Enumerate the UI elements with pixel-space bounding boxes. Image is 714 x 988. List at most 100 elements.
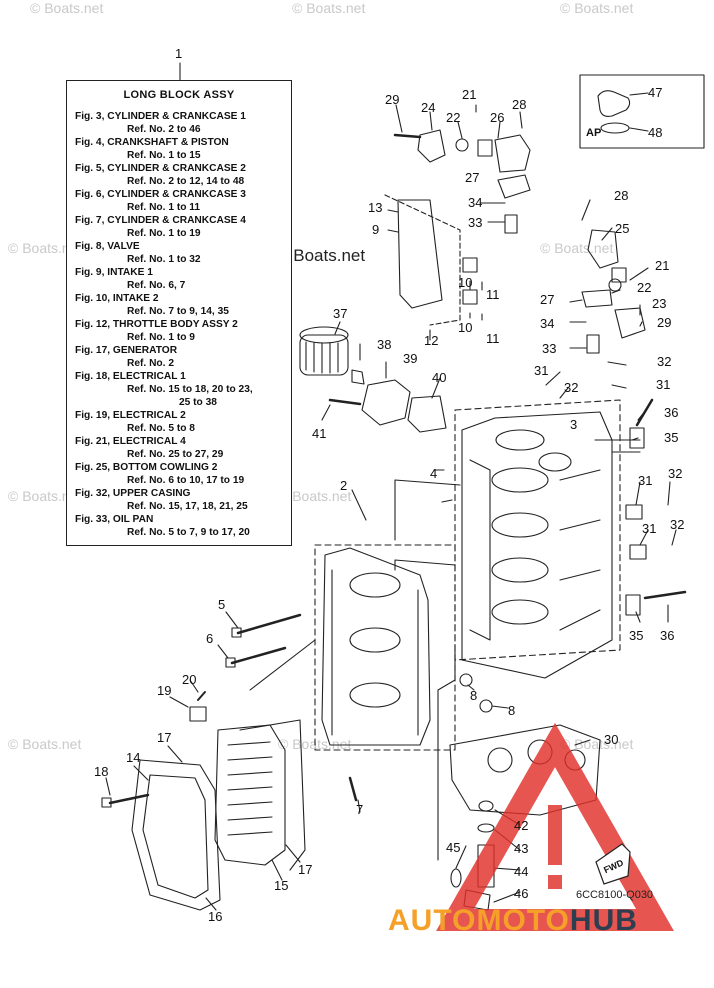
- box-entry-fig: Fig. 5, CYLINDER & CRANKCASE 2: [75, 163, 246, 174]
- callout-number: 37: [333, 306, 347, 321]
- thermostat: [477, 139, 493, 157]
- box-entry-fig: Fig. 8, VALVE: [75, 241, 140, 252]
- brand-logo: AUTOMOTOHUB: [388, 904, 638, 938]
- callout-number: 26: [490, 110, 504, 125]
- o-ring: [608, 278, 622, 292]
- box-callout-number: 1: [175, 46, 182, 61]
- callout-number: 46: [514, 886, 528, 901]
- thermostat-housing: [587, 229, 619, 269]
- box-entry-fig: Fig. 32, UPPER CASING: [75, 488, 191, 499]
- callout-number: 9: [372, 222, 379, 237]
- box-entry-ref: Ref. No. 6 to 10, 17 to 19: [127, 475, 245, 486]
- box-entry-fig: Fig. 4, CRANKSHAFT & PISTON: [75, 137, 229, 148]
- callout-number: 14: [126, 750, 140, 765]
- callout-number: 7: [356, 802, 363, 817]
- bolt: [393, 133, 422, 139]
- callout-number: 19: [157, 683, 171, 698]
- callout-number: 24: [421, 100, 435, 115]
- callout-number: 18: [94, 764, 108, 779]
- callout-number: 45: [446, 840, 460, 855]
- bolt: [348, 776, 358, 802]
- cover-fins: [227, 741, 273, 836]
- callout-number: 3: [570, 417, 577, 432]
- callout-number: 22: [637, 280, 651, 295]
- callout-number: 31: [638, 473, 652, 488]
- box-entry-fig: Fig. 18, ELECTRICAL 1: [75, 371, 186, 382]
- callout-number: 11: [486, 287, 500, 302]
- watermark: © Boats.net: [8, 240, 82, 256]
- box-entry-ref: Ref. No. 5 to 7, 9 to 17, 20: [127, 527, 250, 538]
- block-ribs: [559, 469, 601, 631]
- seal: [477, 823, 495, 833]
- watermark: © Boats.net: [8, 736, 82, 752]
- intake-outline: [384, 194, 461, 326]
- crankcase-flange: [331, 569, 419, 736]
- drawing-code: 6CC8100-Q030: [576, 889, 654, 901]
- callout-number: 28: [614, 188, 628, 203]
- fitting: [351, 369, 365, 385]
- cylinder-bore: [491, 467, 549, 493]
- oil-filter-ribs: [305, 341, 339, 374]
- plug: [478, 800, 494, 812]
- callout-number: 31: [656, 377, 670, 392]
- callout-number: 32: [668, 466, 682, 481]
- watermark-main: © Boats.net: [276, 246, 366, 265]
- box-entry-fig: Fig. 19, ELECTRICAL 2: [75, 410, 186, 421]
- callout-number: 5: [218, 597, 225, 612]
- callout-numbers: 2924222126282734331391011101112373839404…: [94, 46, 684, 924]
- bolt: [328, 398, 362, 406]
- box-entry-fig: Fig. 17, GENERATOR: [75, 345, 178, 356]
- oil-filter-top: [299, 326, 349, 344]
- o-ring: [459, 673, 473, 687]
- callout-number: 33: [468, 215, 482, 230]
- callout-number: 8: [508, 703, 515, 718]
- callout-number: 25: [615, 221, 629, 236]
- bushing: [586, 334, 600, 354]
- clip: [462, 257, 478, 273]
- oil-filter: [299, 334, 349, 376]
- box-entry-fig: Fig. 21, ELECTRICAL 4: [75, 436, 186, 447]
- crankcase: [321, 547, 431, 746]
- callout-number: 4: [430, 466, 437, 481]
- callout-number: 35: [664, 430, 678, 445]
- callout-number: 32: [670, 517, 684, 532]
- callout-number: 36: [660, 628, 674, 643]
- callout-number: 2: [340, 478, 347, 493]
- intake-plate: [397, 199, 443, 309]
- bolt: [197, 691, 206, 701]
- callout-number: 17: [157, 730, 171, 745]
- box-entry-ref: Ref. No. 5 to 8: [127, 423, 195, 434]
- inset-fitting: [597, 90, 631, 117]
- head-gasket: [449, 724, 601, 816]
- gasket-bore: [487, 747, 513, 773]
- o-ring: [450, 868, 462, 888]
- long-block-assy-box: LONG BLOCK ASSY Fig. 3, CYLINDER & CRANK…: [66, 80, 292, 546]
- callout-number: 29: [657, 315, 671, 330]
- box-entry-ref: Ref. No. 25 to 27, 29: [127, 449, 224, 460]
- gasket: [581, 289, 613, 308]
- callout-number: 11: [486, 331, 500, 346]
- callout-number: 32: [564, 380, 578, 395]
- callout-number: 27: [540, 292, 554, 307]
- block-outline: [454, 399, 621, 661]
- o-ring: [479, 699, 493, 713]
- box-entry-fig: Fig. 12, THROTTLE BODY ASSY 2: [75, 319, 238, 330]
- clip: [189, 706, 207, 722]
- o-ring: [455, 138, 469, 152]
- cylinder-bore: [491, 512, 549, 538]
- callout-number: 36: [664, 405, 678, 420]
- brand-part-2: HUB: [569, 904, 638, 937]
- callout-number: 43: [514, 841, 528, 856]
- cover-gasket-2: [239, 719, 306, 871]
- box-entry-ref: 25 to 38: [179, 397, 217, 408]
- inset-box: [579, 74, 705, 149]
- callout-number: 32: [657, 354, 671, 369]
- block-flange: [469, 459, 491, 641]
- cylinder-bore: [491, 599, 549, 625]
- cylinder-bore: [495, 429, 545, 451]
- callout-number: 15: [274, 878, 288, 893]
- inset-clamp: [600, 122, 630, 134]
- watermark: © Boats.net: [30, 0, 104, 16]
